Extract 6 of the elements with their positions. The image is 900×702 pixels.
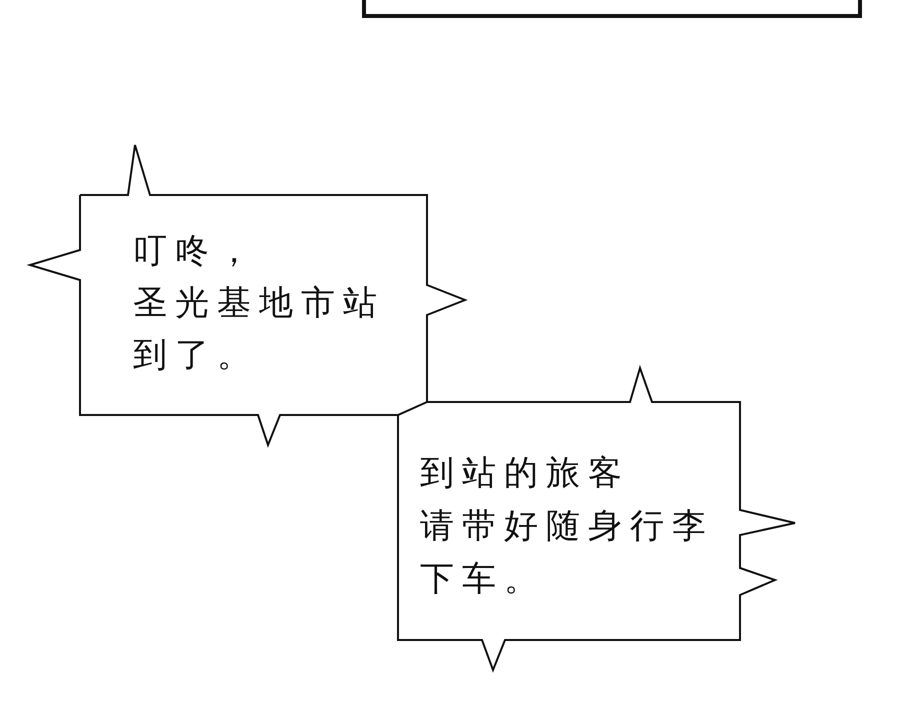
speech-text: 圣光基地市站 xyxy=(133,283,385,323)
speech-text: 请带好随身行李 xyxy=(420,506,714,546)
speech-text: 叮咚， xyxy=(133,231,259,271)
speech-text: 到站的旅客 xyxy=(420,453,630,493)
speech-text: 到了。 xyxy=(133,335,259,375)
speech-text: 下车。 xyxy=(420,559,546,599)
